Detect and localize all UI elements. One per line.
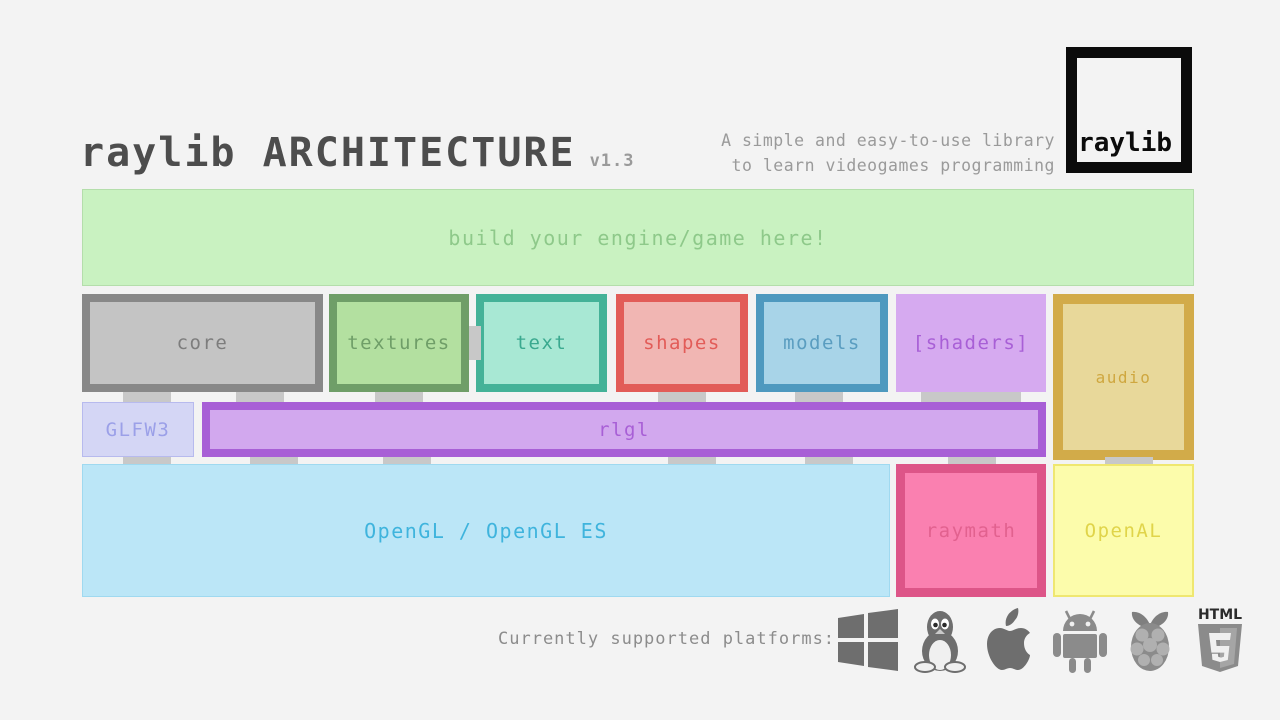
tagline-line-1: A simple and easy-to-use library: [721, 131, 1055, 150]
openal-label: OpenAL: [1084, 519, 1163, 542]
connector-tab: [948, 457, 996, 467]
platform-icons-row: HTML: [838, 606, 1248, 674]
tagline-line-2: to learn videogames programming: [731, 156, 1055, 175]
module-textures[interactable]: textures: [329, 294, 469, 392]
connector-tab: [123, 457, 171, 467]
module-text[interactable]: text: [476, 294, 607, 392]
svg-text:HTML: HTML: [1198, 607, 1242, 623]
module-shapes[interactable]: shapes: [616, 294, 748, 392]
connector-tab: [469, 326, 481, 360]
layer-openal[interactable]: OpenAL: [1053, 464, 1194, 597]
connector-tab: [658, 392, 706, 404]
raymath-label: raymath: [925, 519, 1017, 542]
module-shaders[interactable]: [shaders]: [896, 294, 1046, 392]
module-shaders-label: [shaders]: [912, 332, 1030, 354]
connector-tab: [383, 457, 431, 467]
module-core[interactable]: core: [82, 294, 323, 392]
module-textures-label: textures: [347, 332, 451, 354]
connector-tab: [250, 457, 298, 467]
title-text: raylib ARCHITECTURE: [80, 130, 576, 176]
html5-icon: HTML: [1198, 607, 1242, 672]
linux-icon: [914, 611, 966, 673]
platforms-label: Currently supported platforms:: [498, 629, 836, 649]
banner-label: build your engine/game here!: [448, 225, 828, 250]
build-your-game-banner: build your engine/game here!: [82, 189, 1194, 286]
layer-glfw3[interactable]: GLFW3: [82, 402, 194, 457]
layer-rlgl[interactable]: rlgl: [202, 402, 1046, 457]
module-text-label: text: [515, 332, 568, 354]
rlgl-label: rlgl: [598, 418, 650, 441]
module-core-label: core: [176, 332, 229, 354]
opengl-label: OpenGL / OpenGL ES: [364, 518, 608, 543]
version-label: v1.3: [589, 151, 635, 171]
windows-icon: [838, 609, 898, 671]
connector-tab: [123, 392, 171, 404]
connector-tab: [805, 457, 853, 467]
apple-icon: [987, 608, 1030, 670]
raspberrypi-icon: [1130, 611, 1170, 671]
page-title: raylib ARCHITECTURE v1.3: [80, 131, 635, 183]
module-audio-label: audio: [1095, 367, 1152, 387]
module-audio[interactable]: audio: [1053, 294, 1194, 460]
tagline: A simple and easy-to-use library to lear…: [721, 128, 1055, 178]
connector-tab: [921, 392, 1021, 404]
layer-opengl[interactable]: OpenGL / OpenGL ES: [82, 464, 890, 597]
glfw3-label: GLFW3: [105, 418, 171, 441]
connector-tab: [375, 392, 423, 404]
module-models[interactable]: models: [756, 294, 888, 392]
module-shapes-label: shapes: [643, 332, 721, 354]
connector-tab: [795, 392, 843, 404]
layer-raymath[interactable]: raymath: [896, 464, 1046, 597]
android-icon: [1053, 610, 1107, 673]
logo-text: raylib: [1078, 128, 1172, 158]
raylib-logo: raylib: [1066, 47, 1192, 173]
connector-tab: [668, 457, 716, 467]
connector-tab: [236, 392, 284, 404]
connector-tab: [1105, 457, 1153, 467]
module-models-label: models: [783, 332, 861, 354]
